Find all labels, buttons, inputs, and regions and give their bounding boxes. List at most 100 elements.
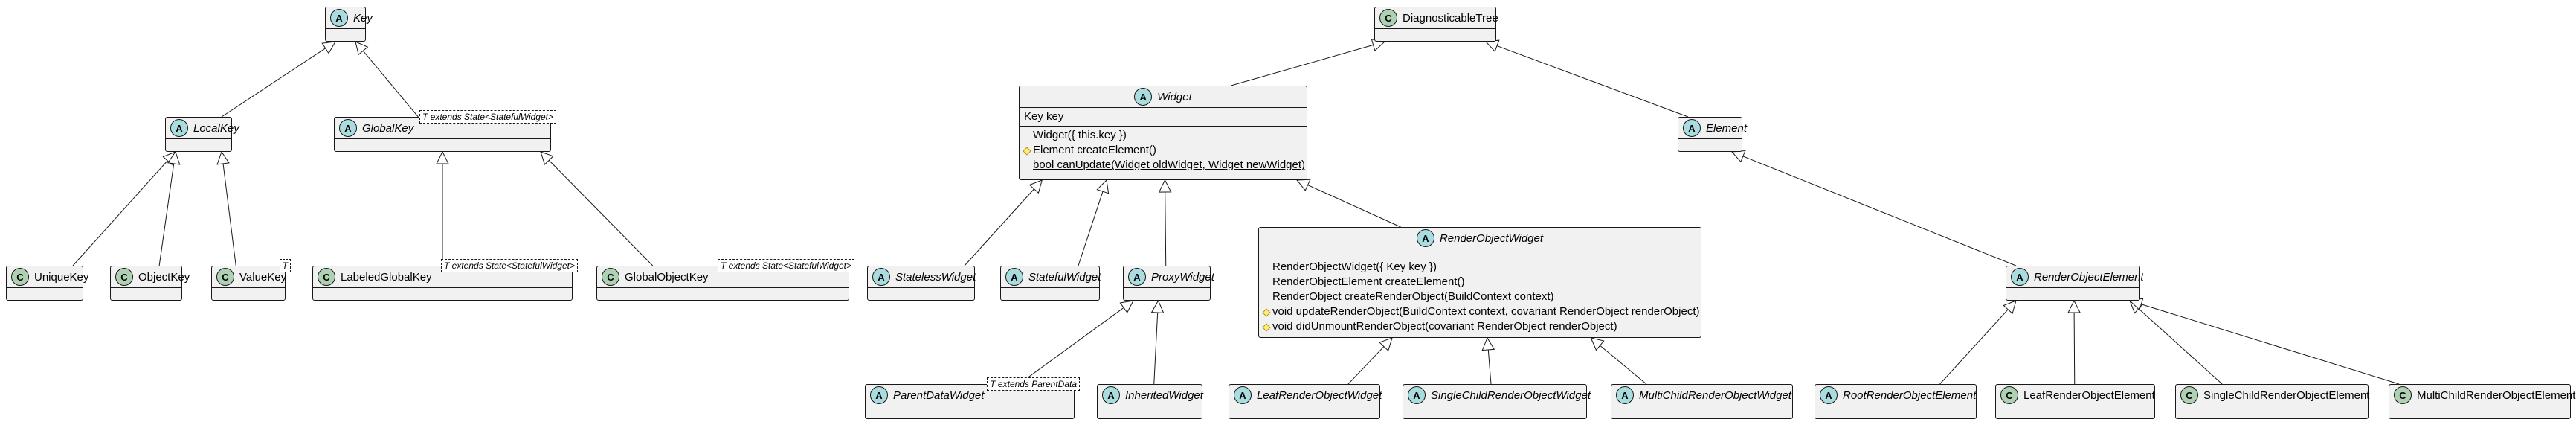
inheritance-arrowhead [321, 41, 336, 54]
class-name: GlobalKey [362, 121, 414, 135]
class-icon: C [11, 268, 29, 286]
edge-multi_child_render_object_element-to-render_object_element [2141, 304, 2400, 385]
class-name: Widget [1157, 90, 1192, 103]
edge-multi_child_render_object_widget-to-render_object_widget [1600, 345, 1647, 385]
edge-inherited_widget-to-proxy_widget [1153, 312, 1159, 385]
edge-leaf_render_object_widget-to-render_object_widget [1347, 346, 1385, 385]
inheritance-arrowhead [355, 41, 369, 56]
class-icon: C [2180, 386, 2198, 404]
class-name: ProxyWidget [1151, 270, 1214, 284]
abstract-class-icon: A [870, 386, 888, 404]
class-name: GlobalObjectKey [625, 270, 709, 284]
abstract-class-icon: A [1128, 268, 1146, 286]
class-icon: C [2000, 386, 2018, 404]
inheritance-arrowhead [2003, 300, 2017, 315]
class-name: InheritedWidget [1125, 389, 1203, 402]
inheritance-arrowhead [1028, 179, 1043, 194]
inheritance-arrowhead [1379, 337, 1393, 352]
abstract-class-icon: A [1102, 386, 1120, 404]
class-icon: C [216, 268, 234, 286]
inheritance-arrowhead [540, 151, 554, 165]
class-name: SingleChildRenderObjectElement [2203, 389, 2370, 402]
inheritance-arrowhead [1730, 150, 1746, 163]
abstract-class-icon: A [1416, 229, 1434, 247]
abstract-class-icon: A [1820, 386, 1838, 404]
class-leaf-render-object-widget[interactable]: A LeafRenderObjectWidget [1229, 384, 1382, 419]
inheritance-arrowhead [1150, 299, 1165, 313]
class-leaf-render-object-element[interactable]: C LeafRenderObjectElement [1995, 384, 2155, 419]
class-name: LeafRenderObjectWidget [1257, 389, 1382, 402]
method-did-unmount-render-object: void didUnmountRenderObject(covariant Re… [1259, 319, 1701, 334]
class-name: RootRenderObjectElement [1843, 389, 1977, 402]
abstract-class-icon: A [1134, 88, 1153, 106]
inheritance-arrowhead [167, 150, 181, 165]
generic-parameter: T extends ParentData [987, 377, 1080, 391]
class-stateless-widget[interactable]: A StatelessWidget [867, 266, 976, 301]
generic-parameter: T [279, 259, 291, 272]
abstract-class-icon: A [2011, 268, 2029, 286]
inheritance-arrowhead [1096, 179, 1110, 194]
inheritance-arrowhead [436, 150, 449, 164]
inheritance-arrowhead [1484, 39, 1500, 53]
edge-unique_key-to-local_key [72, 160, 168, 266]
class-name: DiagnosticableTree [1403, 11, 1498, 25]
class-root-render-object-element[interactable]: A RootRenderObjectElement [1815, 384, 1977, 419]
edge-stateful_widget-to-widget [1078, 191, 1104, 266]
class-name: Element [1706, 121, 1748, 135]
inheritance-arrowhead [1590, 337, 1605, 351]
class-proxy-widget[interactable]: A ProxyWidget [1123, 266, 1214, 301]
class-name: Key [353, 11, 373, 25]
class-name: StatelessWidget [895, 270, 976, 284]
method-constructor: RenderObjectWidget({ Key key }) [1272, 260, 1437, 273]
class-name: StatefulWidget [1028, 270, 1101, 284]
edge-stateless_widget-to-widget [964, 188, 1034, 266]
abstract-class-icon: A [1616, 386, 1634, 404]
abstract-class-icon: A [1408, 386, 1426, 404]
edge-global_key-to-key [362, 50, 419, 118]
class-icon: C [115, 268, 133, 286]
class-object-key[interactable]: C ObjectKey [110, 266, 190, 301]
edge-render_object_element-to-element [1742, 156, 2017, 266]
edge-object_key-to-local_key [158, 163, 175, 266]
class-inherited-widget[interactable]: A InheritedWidget [1097, 384, 1203, 419]
edge-proxy_widget-to-widget [1165, 191, 1167, 266]
class-icon: C [1379, 9, 1397, 27]
edge-widget-to-diagnosticable_tree [1231, 44, 1374, 86]
inheritance-arrowhead [216, 150, 230, 165]
class-single-child-render-object-element[interactable]: C SingleChildRenderObjectElement [2175, 384, 2369, 419]
class-name: LocalKey [193, 121, 239, 135]
method-create-element: Element createElement() [1020, 143, 1307, 158]
class-name: ValueKey [239, 270, 287, 284]
abstract-class-icon: A [1683, 119, 1701, 137]
inheritance-arrowhead [1119, 300, 1134, 313]
edge-root_render_object_element-to-render_object_element [1939, 309, 2009, 385]
class-name: ParentDataWidget [893, 389, 985, 402]
inheritance-arrowhead [2067, 299, 2081, 313]
class-name: LeafRenderObjectElement [2023, 389, 2155, 402]
class-name: ObjectKey [138, 270, 190, 284]
class-element[interactable]: A Element [1678, 117, 1747, 152]
class-diagnosticable-tree[interactable]: C DiagnosticableTree [1374, 7, 1498, 42]
abstract-class-icon: A [1234, 386, 1252, 404]
edge-leaf_render_object_element-to-render_object_element [2073, 312, 2076, 385]
field-key: Key key [1024, 110, 1064, 123]
class-name: LabeledGlobalKey [341, 270, 432, 284]
method-update-render-object: void updateRenderObject(BuildContext con… [1259, 304, 1701, 319]
abstract-class-icon: A [872, 268, 890, 286]
